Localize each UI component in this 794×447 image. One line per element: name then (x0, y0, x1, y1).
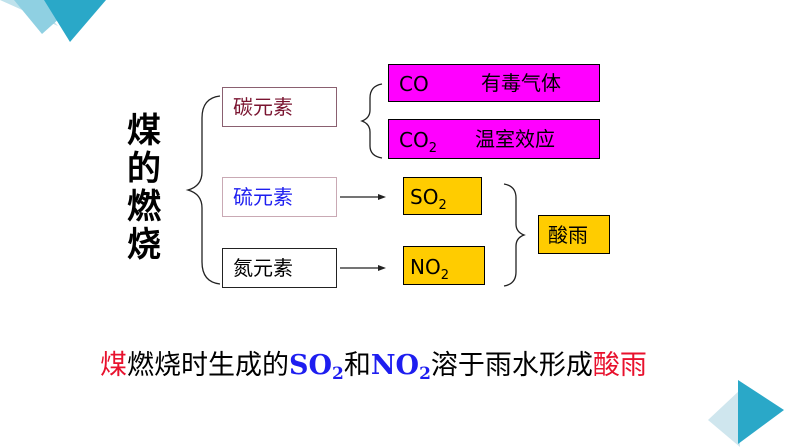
summary-acid-rain: 酸雨 (592, 350, 647, 381)
carbon-element-label: 碳元素 (233, 95, 293, 119)
summary-so2-sub: 2 (332, 364, 344, 384)
no2-subscript: 2 (440, 268, 449, 283)
summary-sentence: 煤燃烧时生成的SO2和NO2溶于雨水形成酸雨 (100, 352, 647, 383)
sulfur-element-label: 硫元素 (233, 185, 293, 209)
so2-box: SO2 (403, 177, 482, 215)
nitrogen-element-box: 氮元素 (222, 248, 337, 288)
summary-so2: SO2 (289, 350, 344, 384)
so2-formula: SO2 (410, 187, 447, 212)
corner-decoration-top-left (0, 0, 106, 42)
title-char: 的 (127, 149, 161, 189)
summary-so2-main: SO (289, 350, 333, 381)
co2-subscript: 2 (428, 141, 437, 156)
summary-coal: 煤 (100, 350, 127, 381)
no2-formula-main: NO (410, 255, 441, 279)
carbon-brace (360, 83, 383, 159)
acid-rain-brace (503, 183, 526, 287)
summary-text-3: 溶于雨水形成 (430, 350, 593, 381)
co2-formula-main: CO (399, 128, 429, 152)
diagram-title: 煤 的 燃 烧 (122, 112, 166, 264)
co2-box: CO2 温室效应 (388, 119, 600, 159)
acid-rain-label: 酸雨 (548, 223, 588, 247)
play-triangle-icon[interactable] (700, 372, 794, 447)
co2-description: 温室效应 (475, 127, 555, 151)
co-box: CO 有毒气体 (388, 64, 600, 102)
no2-formula: NO2 (410, 257, 449, 282)
summary-text-2: 和 (343, 350, 371, 381)
summary-text-1: 燃烧时生成的 (127, 350, 289, 381)
so2-subscript: 2 (438, 198, 447, 213)
summary-no2-main: NO (370, 350, 420, 381)
nitrogen-element-label: 氮元素 (233, 256, 293, 280)
title-char: 烧 (127, 225, 161, 265)
co2-formula: CO2 (399, 130, 437, 155)
acid-rain-box: 酸雨 (538, 215, 610, 254)
so2-formula-main: SO (410, 185, 439, 209)
title-char: 燃 (127, 187, 161, 227)
co-description: 有毒气体 (481, 71, 561, 95)
summary-no2: NO2 (370, 350, 431, 384)
main-brace (185, 95, 221, 285)
co-formula: CO (399, 72, 429, 96)
carbon-element-box: 碳元素 (222, 87, 337, 127)
no2-box: NO2 (403, 246, 485, 285)
title-char: 煤 (127, 111, 161, 151)
summary-no2-sub: 2 (419, 364, 431, 384)
sulfur-element-box: 硫元素 (222, 177, 337, 217)
